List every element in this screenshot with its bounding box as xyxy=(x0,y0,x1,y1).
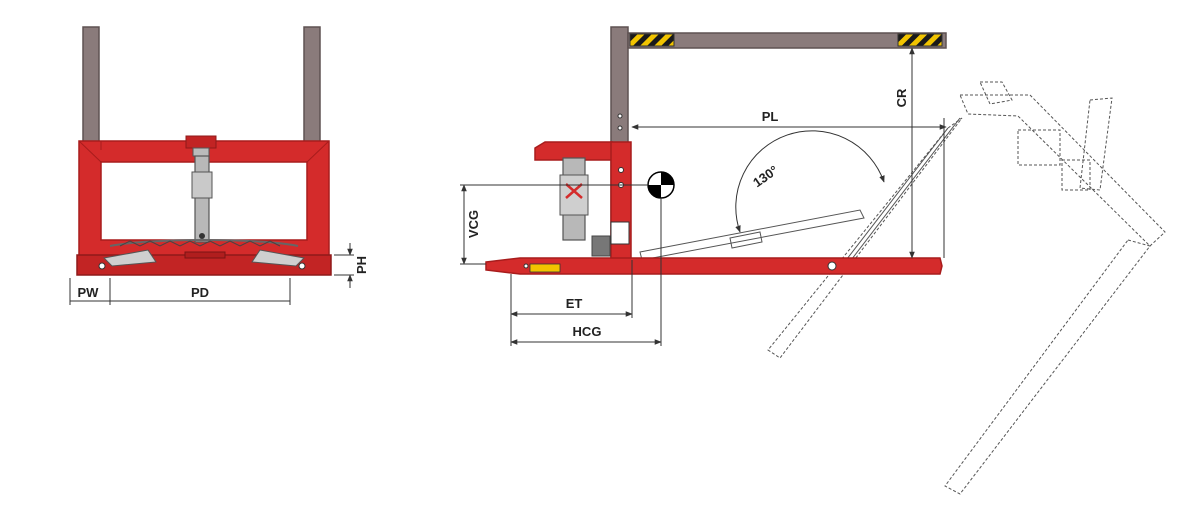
label-cr: CR xyxy=(894,88,909,107)
label-ph: PH xyxy=(354,256,369,274)
label-angle: 130° xyxy=(750,162,781,190)
hazard-stripe-right xyxy=(897,33,943,47)
side-red-fork xyxy=(485,257,943,275)
label-pd: PD xyxy=(191,285,209,300)
front-view: PW PD PH xyxy=(69,26,369,305)
warning-sticker-icon xyxy=(529,263,561,273)
label-vcg: VCG xyxy=(466,210,481,238)
label-pw: PW xyxy=(78,285,100,300)
angle-arc xyxy=(735,130,885,233)
front-cylinder xyxy=(194,155,210,243)
side-carriage-top xyxy=(534,141,613,161)
front-mast-right xyxy=(303,26,321,144)
center-of-gravity-icon xyxy=(647,171,675,199)
swing-cylinder-outline xyxy=(639,209,865,261)
hazard-stripe-left xyxy=(629,33,675,47)
front-mast-left xyxy=(82,26,100,144)
label-pl: PL xyxy=(762,109,779,124)
rotated-fork-outline xyxy=(767,81,1166,495)
side-view: VCG ET HCG PL CR 130° xyxy=(460,26,1166,495)
side-top-beam xyxy=(627,32,947,49)
label-hcg: HCG xyxy=(573,324,602,339)
label-et: ET xyxy=(566,296,583,311)
